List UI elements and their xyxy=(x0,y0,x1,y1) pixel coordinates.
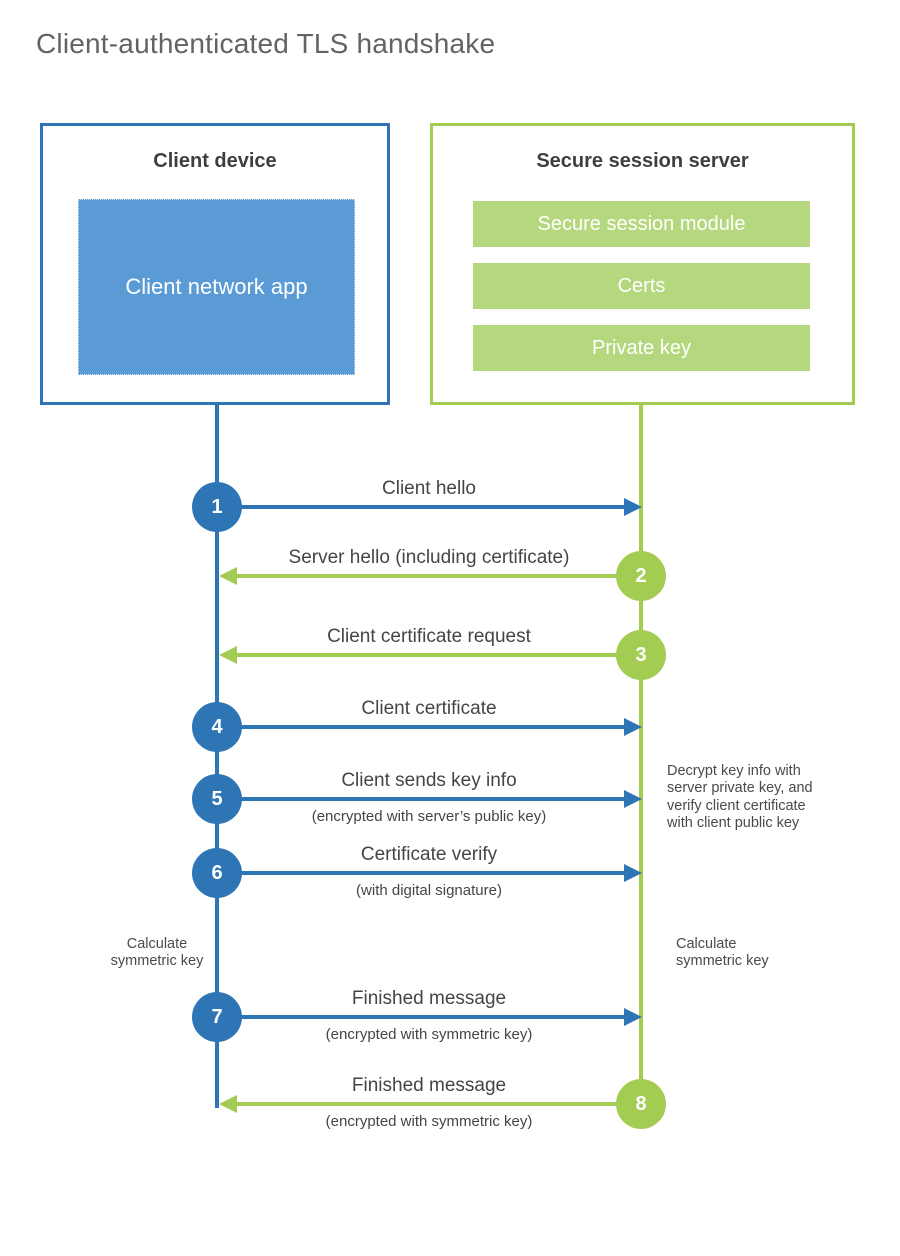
step-number-badge: 4 xyxy=(192,702,242,752)
step-label: Finished message xyxy=(351,988,507,1009)
step-label: Finished message xyxy=(351,1075,507,1096)
secure-session-server-title: Secure session server xyxy=(536,150,749,172)
step-arrow-shaft xyxy=(217,505,624,509)
step-label: Server hello (including certificate) xyxy=(288,547,570,568)
arrow-right-icon xyxy=(624,498,642,516)
server-lifeline xyxy=(639,405,643,1108)
step-sublabel: (encrypted with symmetric key) xyxy=(325,1113,533,1130)
client-device-title: Client device xyxy=(153,150,277,172)
step-label: Client hello xyxy=(382,478,476,499)
private-key-bar: Private key xyxy=(473,325,810,371)
arrow-right-icon xyxy=(624,790,642,808)
arrow-right-icon xyxy=(624,864,642,882)
step-arrow-shaft xyxy=(237,653,641,657)
step-label: Client sends key info xyxy=(341,770,517,791)
note-calculate-symmetric-key-client: Calculate symmetric key xyxy=(110,936,204,970)
step-arrow-shaft xyxy=(237,574,641,578)
client-network-app-box: Client network app xyxy=(78,199,355,375)
arrow-left-icon xyxy=(219,567,237,585)
step-arrow-shaft xyxy=(217,871,624,875)
page-title: Client-authenticated TLS handshake xyxy=(36,28,496,59)
step-number-badge: 8 xyxy=(616,1079,666,1129)
step-number-badge: 7 xyxy=(192,992,242,1042)
secure-session-server-box: Secure session server Secure session mod… xyxy=(430,123,855,405)
step-label: Client certificate xyxy=(361,698,497,719)
note-calculate-symmetric-key-server: Calculate symmetric key xyxy=(676,936,769,970)
step-arrow-shaft xyxy=(217,725,624,729)
step-number-badge: 5 xyxy=(192,774,242,824)
step-sublabel: (with digital signature) xyxy=(356,882,502,899)
arrow-left-icon xyxy=(219,1095,237,1113)
step-number-badge: 6 xyxy=(192,848,242,898)
client-device-box: Client device Client network app xyxy=(40,123,390,405)
note-decrypt-key-info: Decrypt key info with server private key… xyxy=(667,763,813,832)
step-number-badge: 3 xyxy=(616,630,666,680)
arrow-right-icon xyxy=(624,718,642,736)
step-label: Certificate verify xyxy=(360,844,498,865)
arrow-right-icon xyxy=(624,1008,642,1026)
certs-bar: Certs xyxy=(473,263,810,309)
step-arrow-shaft xyxy=(237,1102,641,1106)
step-arrow-shaft xyxy=(217,1015,624,1019)
step-label: Client certificate request xyxy=(327,626,531,647)
client-lifeline xyxy=(215,405,219,1108)
step-sublabel: (encrypted with server’s public key) xyxy=(311,808,547,825)
client-network-app-label: Client network app xyxy=(125,274,308,300)
step-number-badge: 2 xyxy=(616,551,666,601)
step-number-badge: 1 xyxy=(192,482,242,532)
arrow-left-icon xyxy=(219,646,237,664)
step-arrow-shaft xyxy=(217,797,624,801)
secure-session-module-bar: Secure session module xyxy=(473,201,810,247)
step-sublabel: (encrypted with symmetric key) xyxy=(325,1026,533,1043)
